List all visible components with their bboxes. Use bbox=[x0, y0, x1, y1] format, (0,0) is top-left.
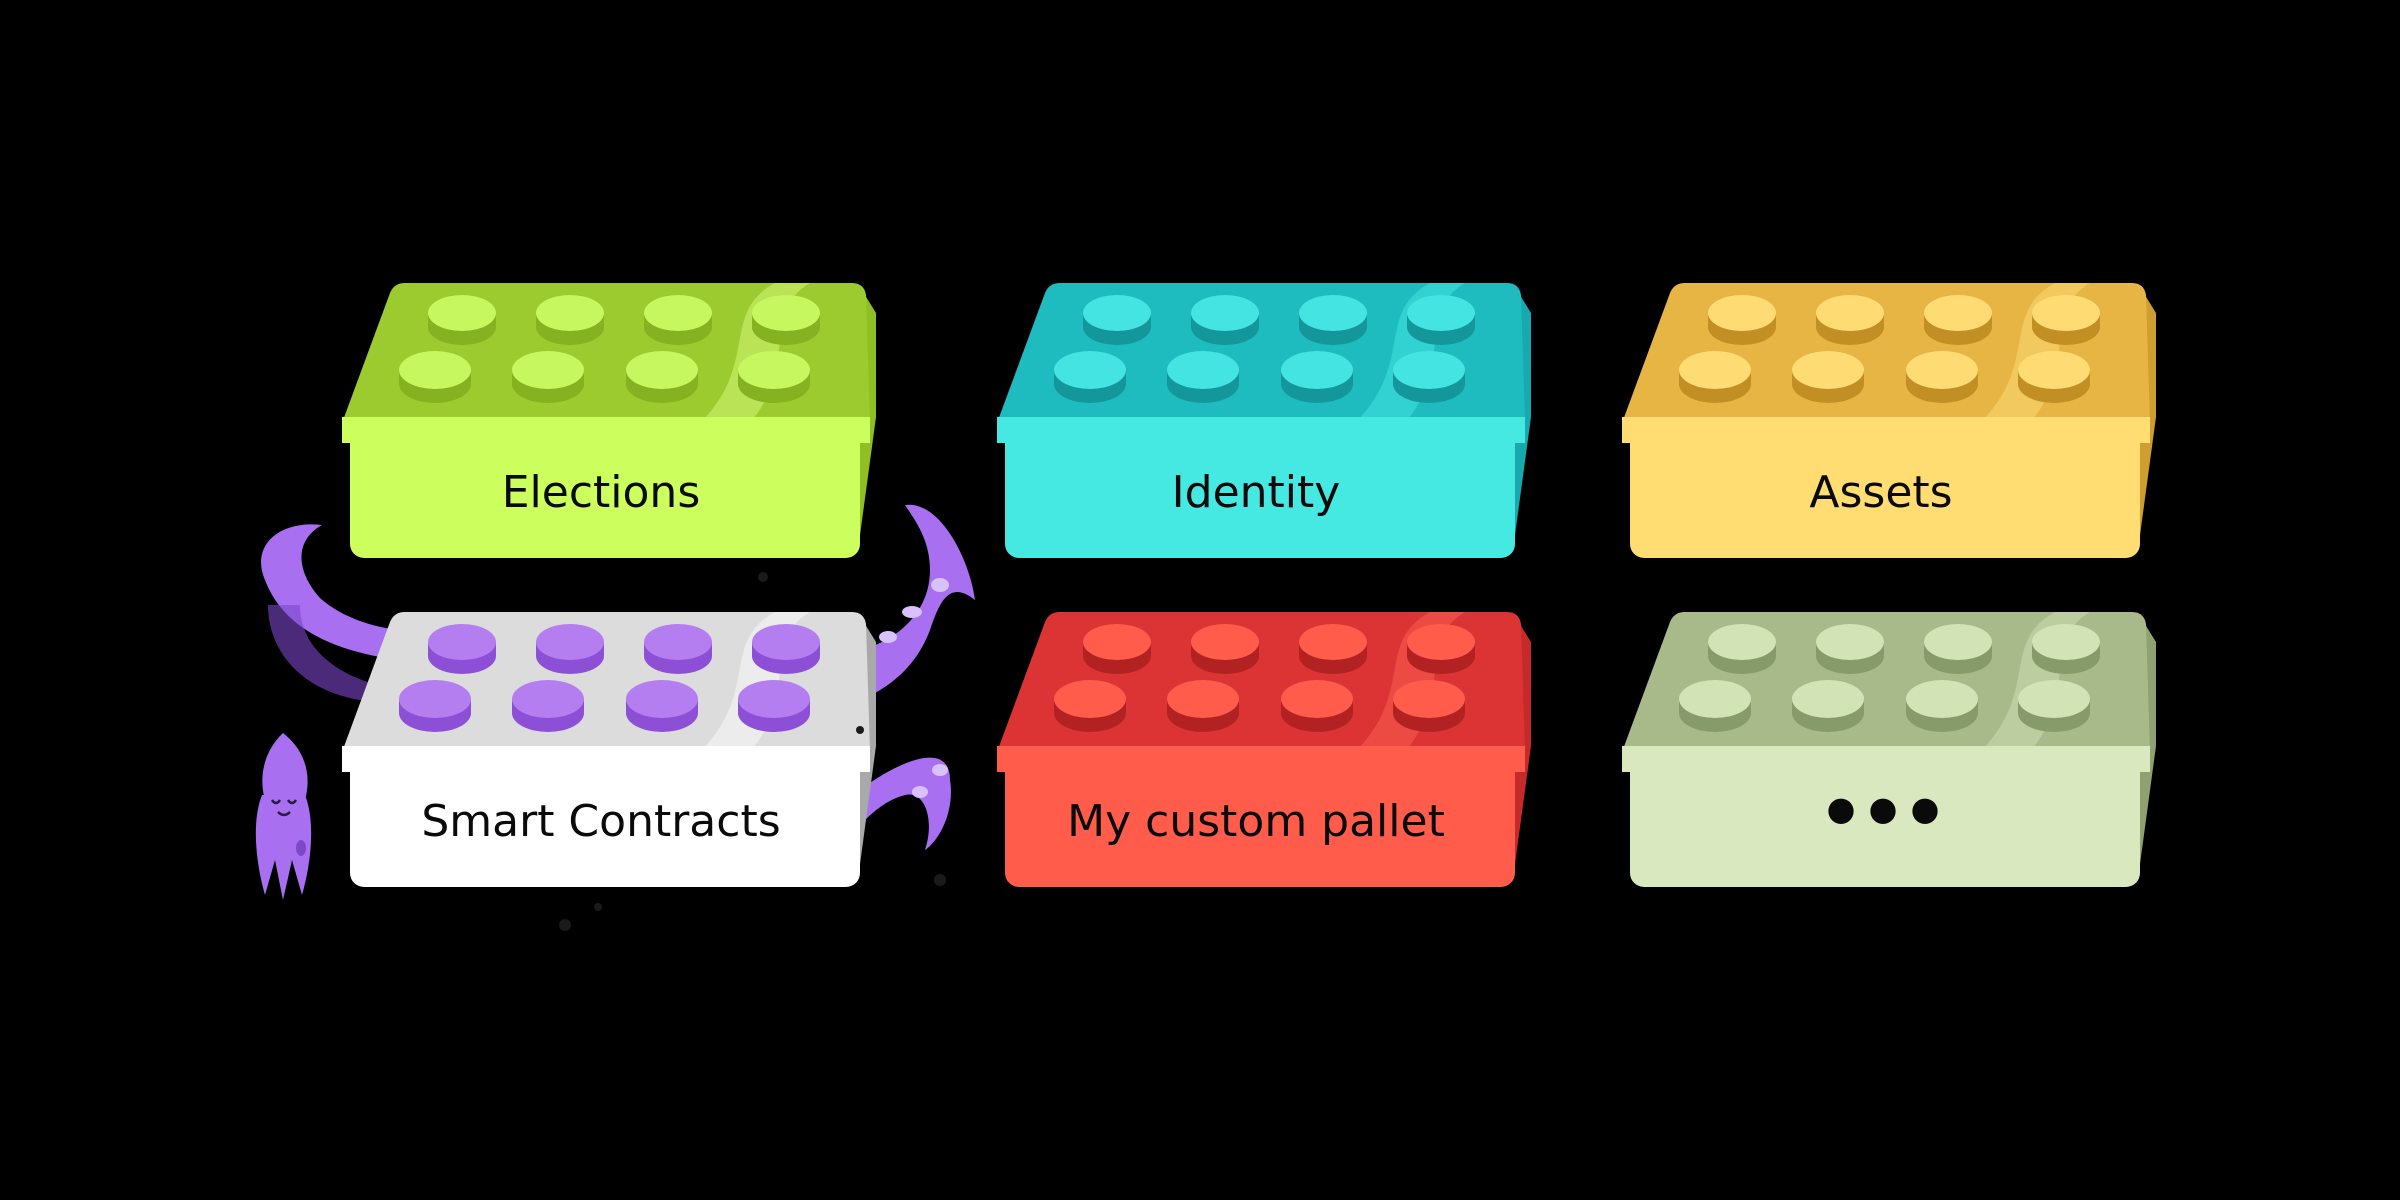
decor-dot bbox=[856, 726, 864, 734]
brick-stud bbox=[2018, 680, 2090, 732]
brick-stud bbox=[428, 295, 496, 345]
brick-stud bbox=[2018, 351, 2090, 403]
brick-stud bbox=[1054, 351, 1126, 403]
brick-stud bbox=[1906, 351, 1978, 403]
brick-stud bbox=[1679, 351, 1751, 403]
tentacle-sucker bbox=[931, 578, 949, 592]
tentacle-sucker bbox=[902, 606, 922, 618]
brick-stud bbox=[1924, 624, 1992, 674]
brick-stud bbox=[1281, 351, 1353, 403]
tentacle-right-top bbox=[860, 504, 975, 700]
brick-stud bbox=[536, 624, 604, 674]
tentacle-sucker bbox=[912, 786, 928, 798]
brick-front bbox=[1005, 752, 1515, 887]
brick-stud bbox=[512, 680, 584, 732]
brick-stud bbox=[2032, 295, 2100, 345]
brick-custom-pallet: My custom pallet bbox=[997, 612, 1531, 887]
brick-stud bbox=[1167, 351, 1239, 403]
squid-icon bbox=[255, 572, 946, 931]
tentacle-sucker bbox=[932, 764, 948, 776]
decor-dot bbox=[934, 874, 946, 886]
brick-stud bbox=[1816, 624, 1884, 674]
brick-stud bbox=[1191, 624, 1259, 674]
brick-stud bbox=[512, 351, 584, 403]
brick-stud bbox=[399, 351, 471, 403]
brick-stud bbox=[738, 351, 810, 403]
brick-stud bbox=[1167, 680, 1239, 732]
brick-stud bbox=[1299, 624, 1367, 674]
brick-front bbox=[1630, 752, 2140, 887]
brick-label-elections: Elections bbox=[502, 467, 701, 518]
brick-stud bbox=[536, 295, 604, 345]
brick-stud bbox=[1407, 624, 1475, 674]
brick-label-identity: Identity bbox=[1172, 467, 1341, 518]
brick-elections: Elections bbox=[342, 283, 876, 558]
brick-stud bbox=[1924, 295, 1992, 345]
brick-stud bbox=[1906, 680, 1978, 732]
brick-front bbox=[1005, 423, 1515, 558]
brick-stud bbox=[1083, 624, 1151, 674]
brick-stud bbox=[1281, 680, 1353, 732]
brick-stud bbox=[1792, 351, 1864, 403]
brick-label-smart-contracts: Smart Contracts bbox=[421, 796, 780, 847]
brick-stud bbox=[644, 624, 712, 674]
decor-dot bbox=[758, 572, 768, 582]
brick-stud bbox=[1083, 295, 1151, 345]
decor-dot bbox=[559, 919, 571, 931]
brick-more: ••• bbox=[1622, 612, 2156, 887]
brick-stud bbox=[626, 680, 698, 732]
brick-label-custom-pallet: My custom pallet bbox=[1067, 796, 1445, 847]
brick-stud bbox=[1679, 680, 1751, 732]
brick-stud bbox=[1191, 295, 1259, 345]
brick-smart-contracts: Smart Contracts bbox=[342, 612, 876, 887]
brick-stud bbox=[752, 624, 820, 674]
brick-stud bbox=[1299, 295, 1367, 345]
brick-stud bbox=[1792, 680, 1864, 732]
brick-assets: Assets bbox=[1622, 283, 2156, 558]
brick-stud bbox=[1816, 295, 1884, 345]
brick-front bbox=[350, 423, 860, 558]
brick-stud bbox=[2032, 624, 2100, 674]
brick-label-assets: Assets bbox=[1809, 467, 1952, 518]
squid-tentacles bbox=[261, 504, 975, 850]
brick-stud bbox=[1054, 680, 1126, 732]
brick-stud bbox=[1407, 295, 1475, 345]
brick-front bbox=[1630, 423, 2140, 558]
brick-stud bbox=[1708, 624, 1776, 674]
tentacle-right-bottom bbox=[860, 757, 951, 850]
brick-stud bbox=[626, 351, 698, 403]
tentacle-left-shade bbox=[268, 605, 400, 700]
brick-stud bbox=[738, 680, 810, 732]
brick-stud bbox=[1708, 295, 1776, 345]
brick-stud bbox=[1393, 680, 1465, 732]
brick-stud bbox=[428, 624, 496, 674]
decor-dot bbox=[594, 903, 602, 911]
brick-front bbox=[350, 752, 860, 887]
brick-stud bbox=[399, 680, 471, 732]
brick-label-more: ••• bbox=[1818, 771, 1944, 855]
brick-stud bbox=[1393, 351, 1465, 403]
brick-stud bbox=[752, 295, 820, 345]
brick-identity: Identity bbox=[997, 283, 1531, 558]
brick-stud bbox=[644, 295, 712, 345]
tentacle-sucker bbox=[879, 631, 897, 643]
